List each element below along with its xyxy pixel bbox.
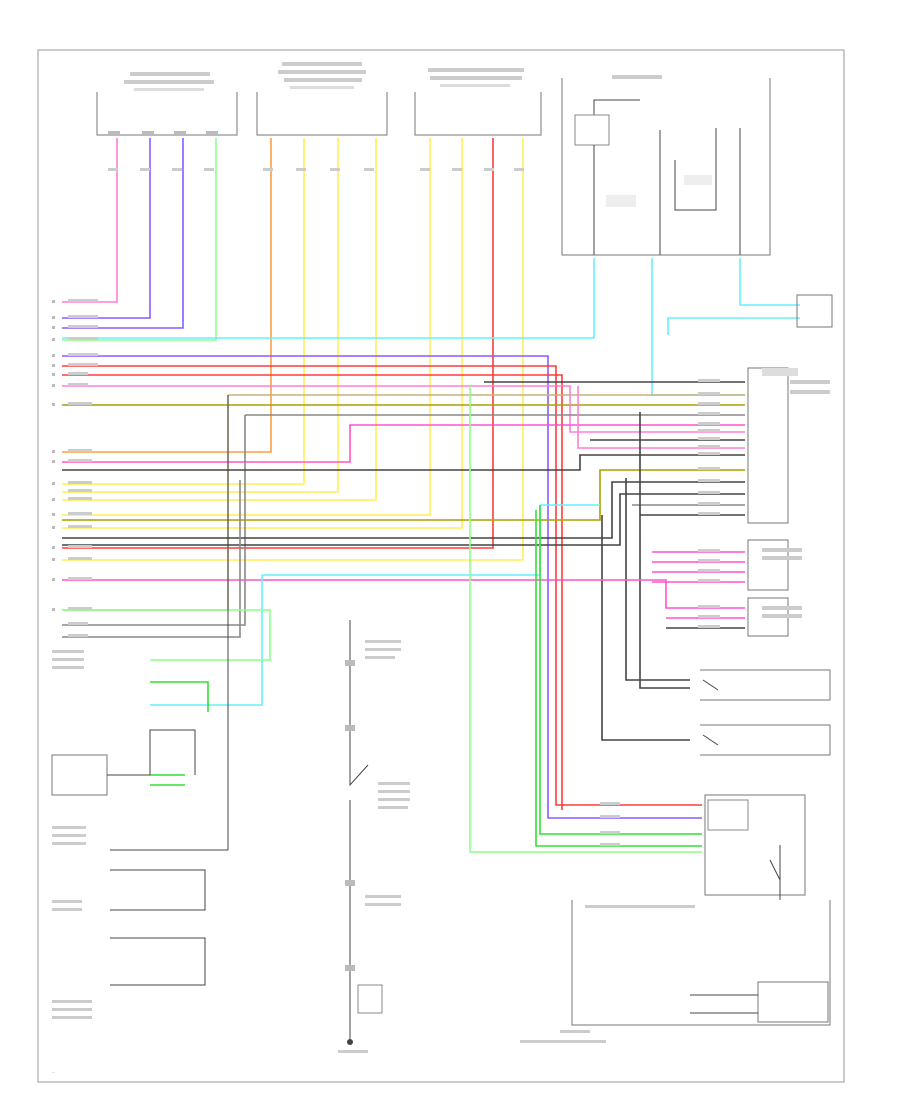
wire-black-h5 bbox=[62, 493, 745, 546]
wire-black-h8 bbox=[601, 515, 690, 741]
wire-orange-v bbox=[62, 138, 272, 453]
wire-pink-h1 bbox=[62, 385, 745, 433]
footer-left-code: -- bbox=[52, 1070, 55, 1075]
wire-violet-v1 bbox=[62, 138, 151, 319]
wire-yellow-v1 bbox=[62, 138, 305, 485]
wire-yellow-v3 bbox=[62, 138, 377, 501]
wire-magenta-h bbox=[62, 424, 745, 463]
wire-olive-h2 bbox=[62, 469, 745, 521]
wire-cyan-meter-3 bbox=[739, 258, 800, 306]
right-switch-1 bbox=[700, 669, 831, 701]
wire-gray-h4 bbox=[62, 480, 241, 638]
lower-right-bracket bbox=[571, 900, 831, 1026]
top-wire-labels bbox=[108, 168, 524, 171]
wire-gray-h2 bbox=[62, 415, 246, 626]
wire-green-right-2 bbox=[535, 510, 702, 847]
wire-yellow-v5 bbox=[62, 138, 463, 529]
wire-ltgreen-v bbox=[62, 138, 217, 341]
wire-green-right-1 bbox=[539, 505, 702, 835]
wire-green-low-1 bbox=[150, 681, 209, 712]
top-module-1 bbox=[96, 72, 238, 136]
right-connector-b bbox=[747, 539, 802, 591]
right-switch-2 bbox=[700, 724, 831, 756]
top-right-terminal bbox=[796, 294, 833, 328]
wire-black-h4 bbox=[62, 481, 745, 539]
right-pin-labels bbox=[600, 379, 720, 846]
wire-red-h1 bbox=[62, 365, 702, 806]
diagram-frame bbox=[37, 49, 845, 1083]
wire-yellow-v2 bbox=[62, 138, 339, 493]
wire-cyan-meter-1 bbox=[62, 258, 595, 339]
right-relay-box bbox=[704, 794, 806, 900]
wire-ltgreen-h-low bbox=[62, 609, 271, 661]
wire-black-h3 bbox=[62, 454, 745, 471]
center-labels bbox=[338, 640, 606, 1053]
wire-cyan-meter-4 bbox=[667, 317, 800, 335]
wire-violet-h bbox=[62, 355, 702, 819]
wire-pink-v bbox=[62, 138, 118, 303]
wire-black-h9 bbox=[625, 478, 690, 681]
right-connector-c bbox=[747, 597, 802, 637]
top-module-3 bbox=[414, 68, 542, 136]
wire-cyan-meter-2 bbox=[651, 258, 745, 396]
left-component-2 bbox=[110, 849, 228, 986]
wire-pink-h2 bbox=[577, 386, 745, 449]
wire-yellow-v6 bbox=[62, 138, 524, 561]
wire-red-v bbox=[62, 138, 494, 549]
wire-pink-h5 bbox=[62, 579, 745, 609]
wire-yellow-v4 bbox=[62, 138, 431, 516]
bottom-right-terminal bbox=[690, 981, 829, 1023]
left-pin-labels bbox=[52, 299, 98, 1019]
wire-ltgreen-right bbox=[469, 385, 702, 853]
wire-red-h2 bbox=[62, 374, 563, 810]
top-module-2 bbox=[256, 62, 388, 136]
left-pin-numbers bbox=[52, 300, 55, 611]
wire-violet-v2 bbox=[62, 138, 184, 329]
left-component-1 bbox=[51, 729, 196, 796]
right-connector-a bbox=[747, 367, 830, 524]
combination-meter bbox=[561, 75, 771, 256]
wire-black-h7 bbox=[639, 412, 690, 689]
wire-cyan-long-1 bbox=[150, 575, 263, 706]
center-ground-chain bbox=[345, 620, 383, 1045]
